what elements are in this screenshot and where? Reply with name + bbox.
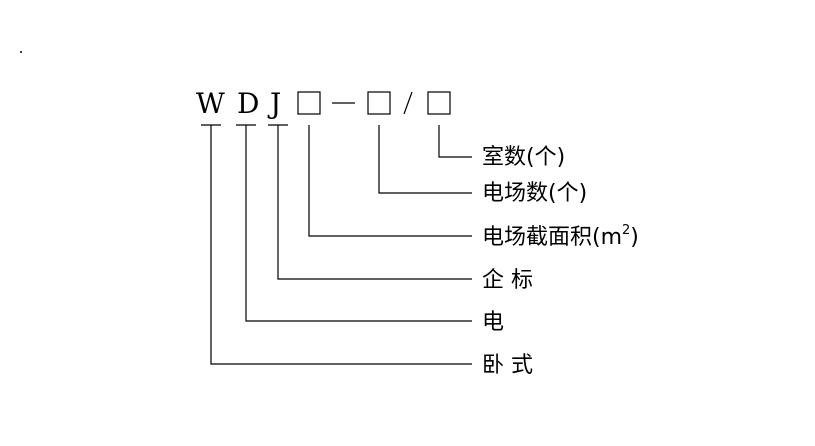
placeholder-box-area xyxy=(297,91,321,115)
leader-field-area xyxy=(308,125,472,237)
code-letter-d: D xyxy=(237,87,259,120)
leader-horizontal xyxy=(210,125,472,365)
stray-dot xyxy=(20,51,22,53)
label-electric: 电 xyxy=(482,310,504,335)
label-enterprise-std: 企 标 xyxy=(482,268,533,293)
label-rooms: 室数(个) xyxy=(482,145,565,170)
label-field-count: 电场数(个) xyxy=(482,181,587,206)
code-slash xyxy=(403,91,413,115)
label-field-area-close: ) xyxy=(630,225,639,250)
leader-field-count xyxy=(378,125,472,194)
placeholder-box-rooms xyxy=(427,91,451,115)
leader-rooms xyxy=(438,125,472,158)
leader-electric xyxy=(245,125,472,322)
label-field-area-main: 电场截面积(m xyxy=(482,225,622,250)
code-letter-w: W xyxy=(196,87,225,120)
placeholder-box-field-count xyxy=(367,91,391,115)
code-letter-j: J xyxy=(267,87,281,120)
label-horizontal: 卧 式 xyxy=(482,353,533,378)
leader-enterprise-std xyxy=(277,125,472,280)
label-field-area: 电场截面积(m2) xyxy=(482,223,639,250)
label-field-area-sup: 2 xyxy=(622,223,630,238)
